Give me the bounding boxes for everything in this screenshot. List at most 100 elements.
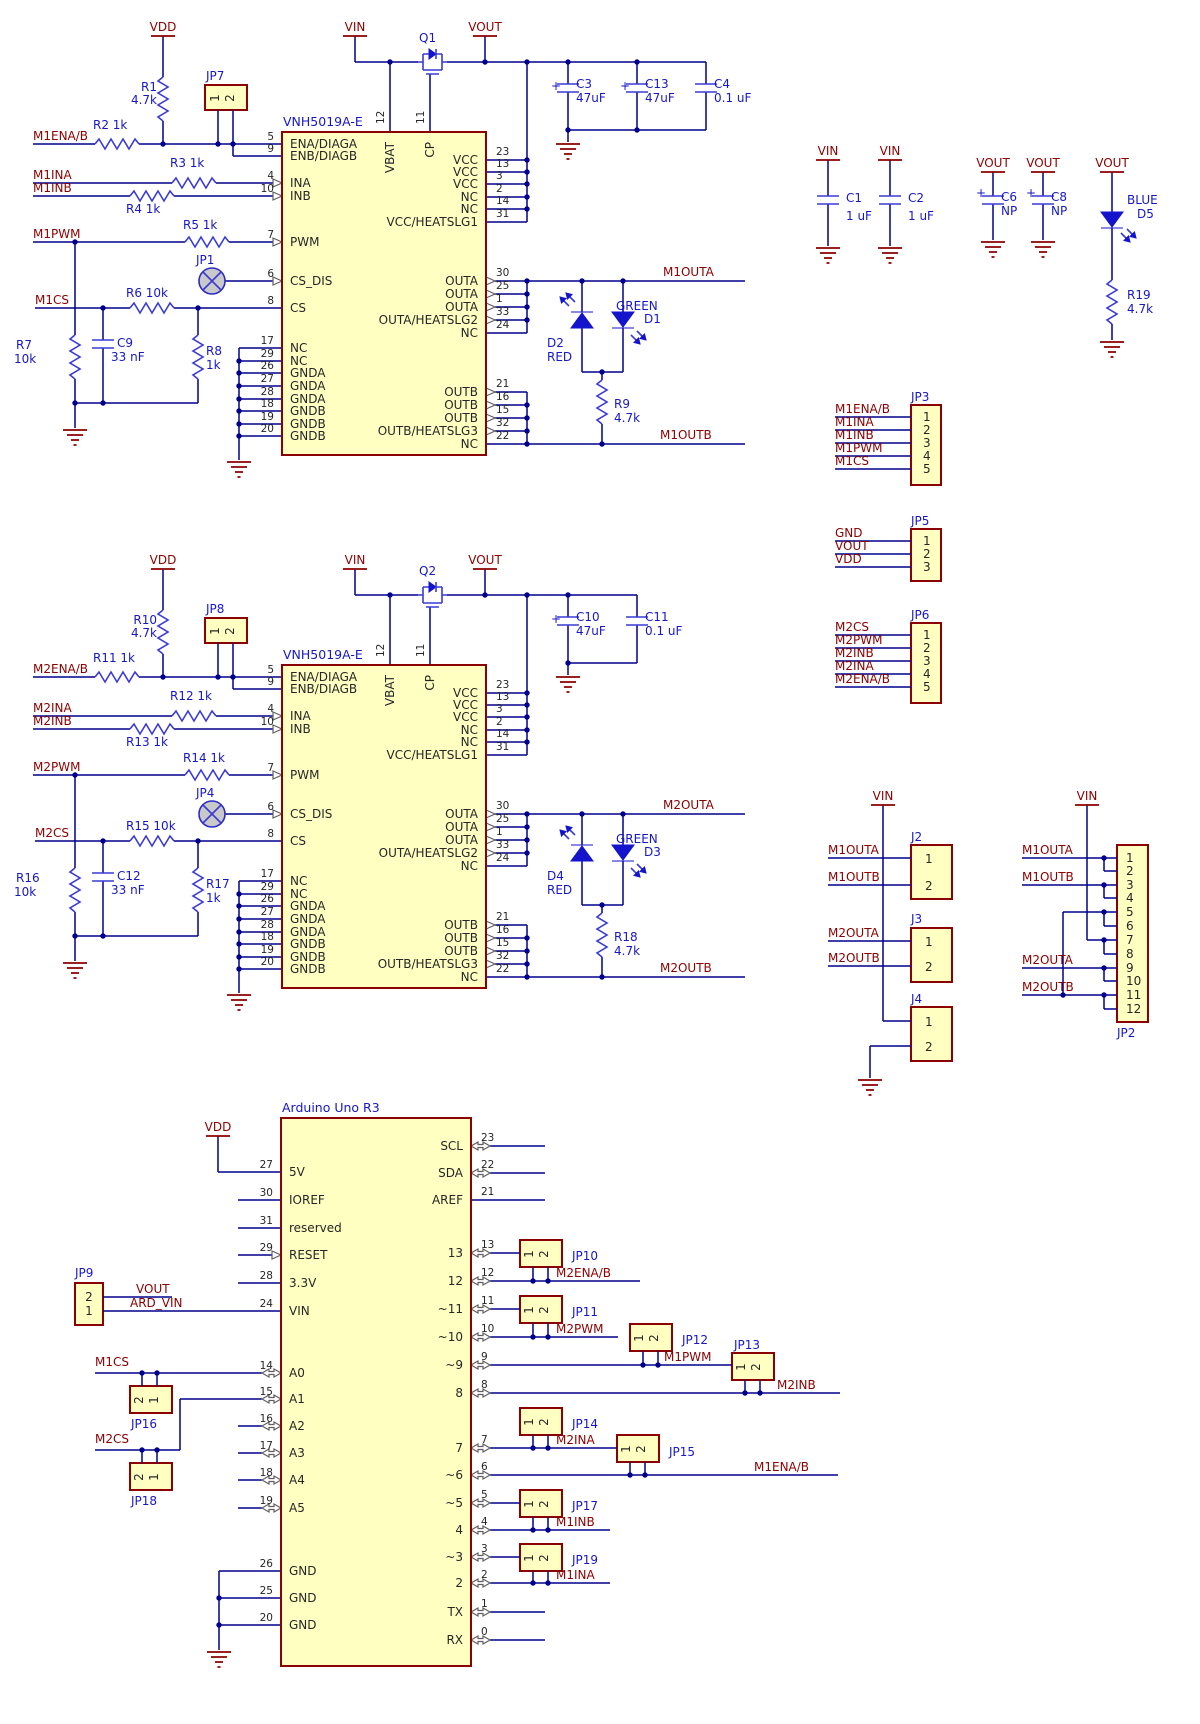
junction-dot — [530, 1278, 536, 1284]
part-label: R6 10k — [126, 286, 168, 300]
pin-number: 5 — [481, 1489, 488, 1501]
junction-dot — [216, 1622, 222, 1628]
pin-number: 26 — [261, 893, 275, 905]
junction-dot — [1060, 992, 1066, 998]
junction-dot — [524, 961, 530, 967]
junction-dot — [757, 1390, 763, 1396]
pin-text: 1 — [632, 1334, 646, 1342]
pin-name: VBAT — [383, 141, 397, 173]
junction-dot — [100, 305, 106, 311]
pin-name: RX — [446, 1633, 463, 1647]
part-label: R11 1k — [93, 651, 135, 665]
net-label: M1INB — [835, 428, 874, 442]
io-arrow-icon — [469, 1551, 492, 1563]
part-label: R4 1k — [126, 202, 160, 216]
junction-dot — [72, 772, 78, 778]
net-label: VOUT — [835, 539, 869, 553]
part-label: 0.1 uF — [714, 91, 752, 105]
net-label: M2OUTB — [1022, 980, 1074, 994]
pin-name: GNDA — [290, 899, 326, 913]
net-label: VDD — [835, 552, 862, 566]
power-label-vout: VOUT — [1026, 156, 1060, 170]
jp19-box — [519, 1543, 563, 1572]
io-arrow-icon — [469, 1140, 492, 1152]
pin-name: GNDA — [290, 379, 326, 393]
pin-text: 1 — [147, 1473, 161, 1481]
junction-dot — [160, 141, 166, 147]
pin-name: OUTA — [445, 833, 479, 847]
led-emission-arrows-icon — [559, 292, 576, 307]
pin-number: 14 — [496, 195, 510, 207]
pin-text: 2 — [537, 1500, 551, 1508]
resistor-symbol — [156, 609, 170, 655]
pin-arrow-icon — [485, 933, 497, 943]
part-label: JP5 — [910, 514, 929, 528]
part-label: 33 nF — [111, 883, 145, 897]
pin-name: 13 — [448, 1246, 463, 1260]
pin-number: 7 — [481, 1434, 488, 1446]
pin-text: 2 — [537, 1554, 551, 1562]
net-label: M2OUTA — [1022, 953, 1074, 967]
pin-name: IOREF — [289, 1193, 325, 1207]
pin-name: CP — [423, 675, 437, 691]
pin-name: 12 — [448, 1274, 463, 1288]
pin-name: 3.3V — [289, 1276, 317, 1290]
pin-name: NC — [461, 190, 478, 204]
junction-dot — [565, 127, 571, 133]
junction-dot — [640, 1362, 646, 1368]
pin-name: ~5 — [445, 1496, 463, 1510]
junction-dot — [387, 592, 393, 598]
net-label: M2OUTB — [828, 951, 880, 965]
junction-dot — [545, 1527, 551, 1533]
pin-arrow-icon — [485, 946, 497, 956]
pin-text: 8 — [1126, 947, 1134, 961]
led-symbol — [570, 844, 594, 862]
pin-text: 12 — [1126, 1002, 1141, 1016]
net-label: M2OUTA — [663, 798, 715, 812]
pin-number: 1 — [481, 1598, 488, 1610]
part-label: D4 — [547, 869, 564, 883]
j4-box — [910, 1006, 953, 1062]
part-label: C12 — [117, 869, 141, 883]
pin-name: 4 — [455, 1523, 463, 1537]
pin-name: OUTA/HEATSLG2 — [379, 313, 478, 327]
pin-text: 3 — [923, 560, 931, 574]
junction-dot — [634, 127, 640, 133]
chip-body-2 — [280, 1117, 472, 1667]
pin-name: NC — [461, 202, 478, 216]
net-label: M1OUTB — [660, 428, 712, 442]
pin-number: 6 — [481, 1461, 488, 1473]
gnd-icon — [981, 241, 1005, 258]
gnd-icon — [1100, 341, 1124, 358]
net-label: M1ENA/B — [835, 402, 890, 416]
junction-dot — [524, 592, 530, 598]
net-label: M2INA — [556, 1433, 596, 1447]
net-label: M1OUTB — [828, 870, 880, 884]
junction-dot — [530, 1580, 536, 1586]
led-emission-arrows-icon — [1120, 228, 1137, 243]
pin-name: 5V — [289, 1165, 306, 1179]
part-label: 47uF — [576, 624, 606, 638]
pin-number: 18 — [261, 398, 274, 410]
net-label: M2INA — [835, 659, 875, 673]
pin-number: 3 — [496, 170, 503, 182]
pin-name: ENB/DIAGB — [290, 149, 357, 163]
junction-dot — [1101, 937, 1107, 943]
junction-dot — [236, 916, 242, 922]
pin-name: SCL — [440, 1139, 463, 1153]
gnd-icon — [1031, 241, 1055, 258]
power-label-vin: VIN — [873, 789, 894, 803]
part-label: 10k — [14, 885, 36, 899]
part-label: JP13 — [733, 1338, 760, 1352]
net-label: M2ENA/B — [835, 672, 890, 686]
jp13-box — [731, 1352, 775, 1381]
pin-number: 29 — [260, 1242, 273, 1254]
junction-dot — [524, 415, 530, 421]
chip-body-1 — [281, 664, 487, 989]
net-label: GND — [835, 526, 863, 540]
junction-dot — [599, 369, 605, 375]
part-label: JP18 — [130, 1494, 157, 1508]
pin-name: AREF — [432, 1193, 463, 1207]
jp11-box — [519, 1295, 563, 1324]
junction-dot — [599, 902, 605, 908]
